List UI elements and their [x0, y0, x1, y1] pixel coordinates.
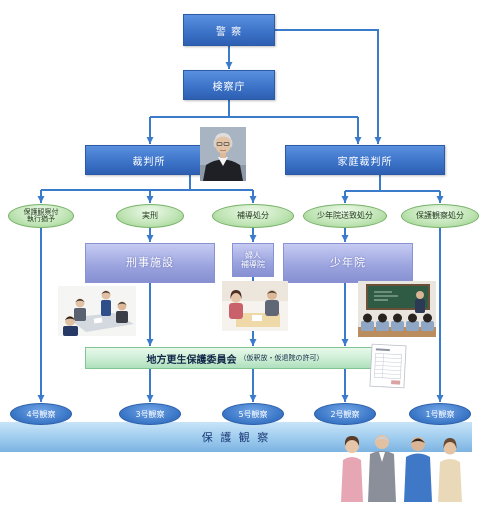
police-label: 警 察 — [215, 26, 243, 38]
counseling-photo — [222, 281, 288, 331]
juvenile-training-school-box: 少年院 — [283, 243, 413, 283]
probation-category-3: 3号観察 — [119, 403, 181, 425]
probation-category-label: 3号観察 — [135, 409, 165, 419]
police-box: 警 察 — [183, 14, 275, 46]
family-court-box: 家庭裁判所 — [285, 145, 445, 175]
probation-bar: 保 護 観 察 — [0, 422, 472, 452]
meeting-photo — [58, 286, 136, 336]
disposition-imprisonment: 実刑 — [116, 204, 184, 228]
womens-guidance-home-line1: 婦人 — [245, 250, 261, 260]
womens-guidance-home-line2: 補導院 — [241, 260, 265, 269]
judge-photo — [200, 127, 246, 181]
probation-category-label: 4号観察 — [26, 409, 56, 419]
disposition-juvenile-commitment: 少年院送致処分 — [303, 204, 387, 228]
probation-category-5: 5号観察 — [222, 403, 284, 425]
disposition-label: 少年院送致処分 — [317, 210, 373, 220]
penal-institution-box: 刑事施設 — [85, 243, 215, 283]
probation-category-label: 5号観察 — [238, 409, 268, 419]
probation-category-2: 2号観察 — [314, 403, 376, 425]
classroom-photo — [358, 281, 436, 337]
penal-institution-label: 刑事施設 — [126, 255, 174, 269]
probation-category-label: 2号観察 — [330, 409, 360, 419]
probation-category-1: 1号観察 — [409, 403, 471, 425]
prosecutors-office-label: 検察庁 — [212, 81, 246, 93]
parole-board-box: 地方更生保護委員会 （仮釈放・仮退院の許可） — [85, 347, 385, 369]
parole-board-name: 地方更生保護委員会 — [146, 354, 237, 366]
disposition-label: 実刑 — [142, 210, 158, 220]
document-image — [368, 343, 408, 389]
probation-bar-label: 保 護 観 察 — [201, 431, 271, 444]
disposition-label-line1: 保護観察付 — [23, 207, 59, 216]
disposition-guidance: 補導処分 — [212, 204, 294, 228]
disposition-label-line2: 執行猶予 — [27, 215, 55, 223]
disposition-probation: 保護観察処分 — [401, 204, 479, 228]
parole-board-note: （仮釈放・仮退院の許可） — [239, 354, 324, 362]
family-court-label: 家庭裁判所 — [337, 156, 393, 168]
arrow-police-to-family-court — [275, 29, 382, 144]
disposition-label: 補導処分 — [237, 210, 269, 220]
people-group-photo — [338, 430, 470, 502]
probation-category-label: 1号観察 — [425, 409, 455, 419]
disposition-suspended-sentence-with-probation: 保護観察付 執行猶予 — [8, 204, 74, 228]
probation-category-4: 4号観察 — [10, 403, 72, 425]
disposition-label: 保護観察処分 — [416, 210, 464, 220]
court-label: 裁判所 — [132, 156, 166, 168]
womens-guidance-home-box: 婦人 補導院 — [232, 243, 274, 277]
prosecutors-office-box: 検察庁 — [183, 70, 275, 100]
juvenile-training-school-label: 少年院 — [330, 255, 366, 269]
